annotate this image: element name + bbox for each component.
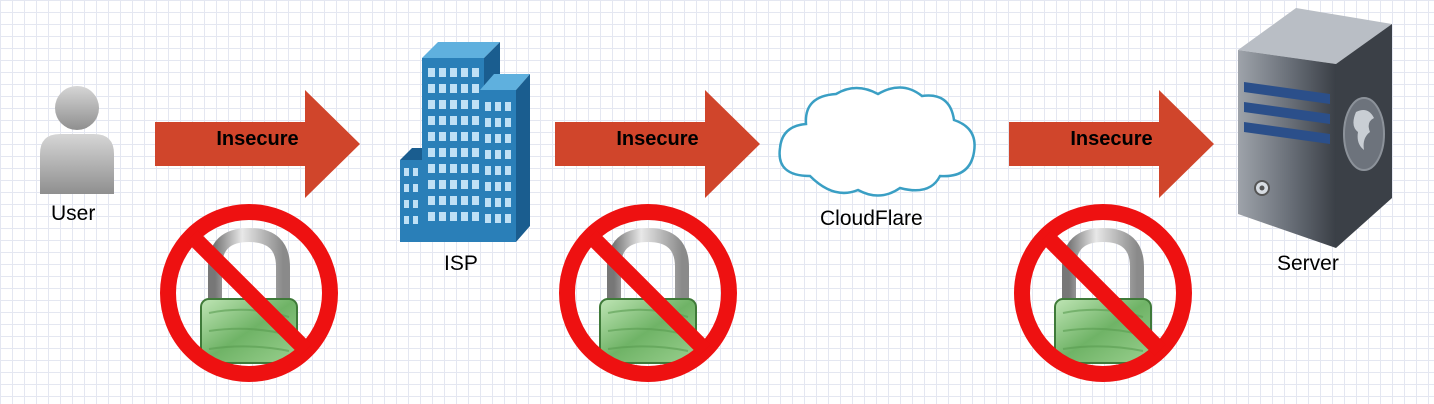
no-lock-icon [1011,201,1195,385]
isp-node [394,40,534,245]
cloudflare-node [770,80,985,200]
connection-label-3: Insecure [1070,128,1153,150]
cloud-icon [778,86,976,197]
arrow-right-icon [1009,90,1214,198]
user-icon [40,86,114,194]
isp-label: ISP [444,252,478,275]
arrow-right-icon [555,90,760,198]
connection-label-2: Insecure [616,128,699,150]
server-node [1232,2,1397,250]
connection-arrow-3: Insecure [1009,90,1219,198]
server-label: Server [1277,252,1339,275]
arrow-right-icon [155,90,360,198]
user-node [36,82,118,194]
building-icon [400,42,530,242]
user-label: User [51,202,96,225]
no-lock-icon [157,201,341,385]
connection-arrow-1: Insecure [155,90,365,198]
connection-arrow-2: Insecure [555,90,765,198]
connection-label-1: Insecure [216,128,299,150]
no-lock-icon [556,201,740,385]
cloudflare-label: CloudFlare [820,207,923,230]
server-icon [1238,8,1392,248]
